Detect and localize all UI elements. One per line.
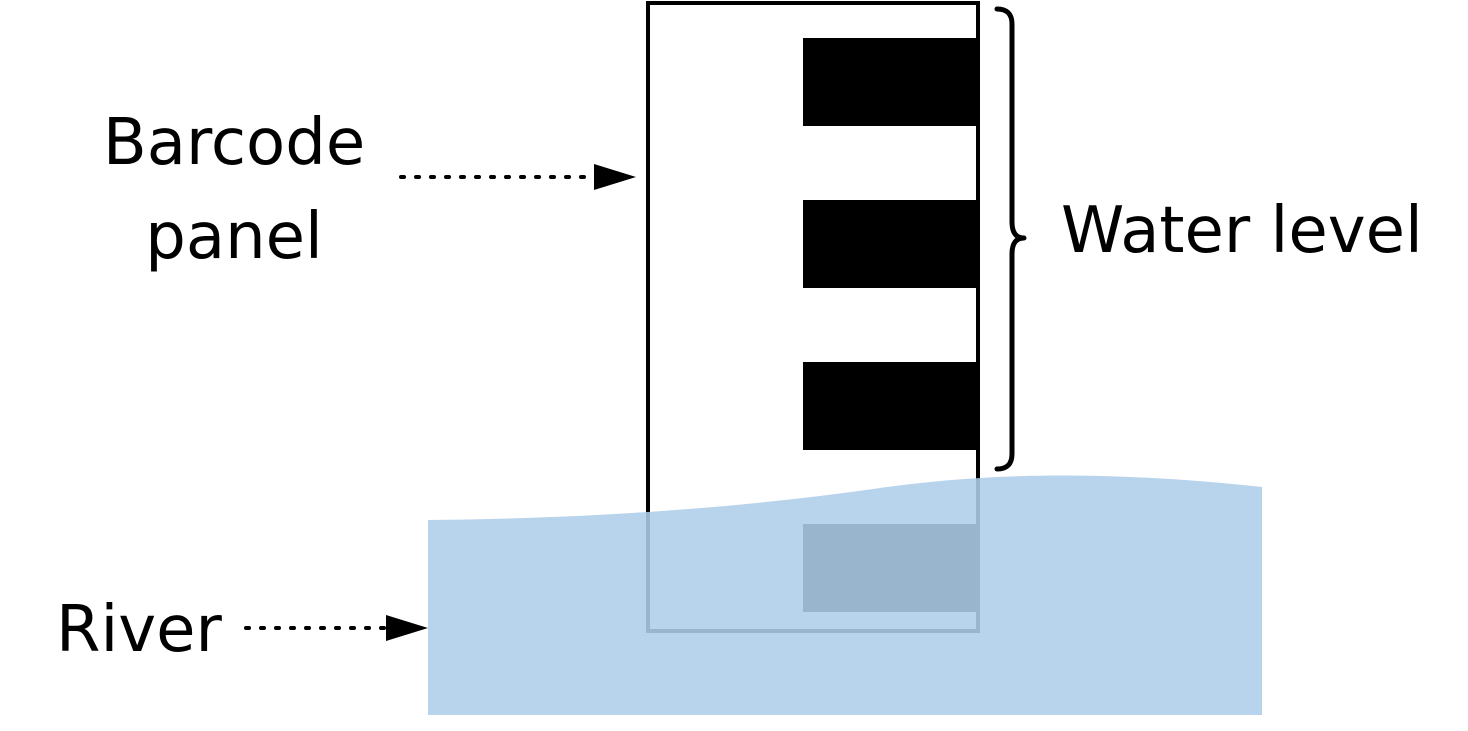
barcode-label-line2: panel [145, 200, 323, 274]
water-level-brace [994, 6, 1027, 472]
river-arrowhead-icon [386, 615, 428, 641]
barcode-arrowhead-icon [594, 164, 636, 190]
barcode-bar-1 [803, 38, 978, 126]
river [428, 475, 1262, 715]
barcode-label-line1: Barcode [103, 106, 365, 180]
barcode-bar-3 [803, 362, 978, 450]
water-level-label: Water level [1061, 194, 1423, 268]
river-label: River [56, 593, 223, 667]
barcode-bar-2 [803, 200, 978, 288]
